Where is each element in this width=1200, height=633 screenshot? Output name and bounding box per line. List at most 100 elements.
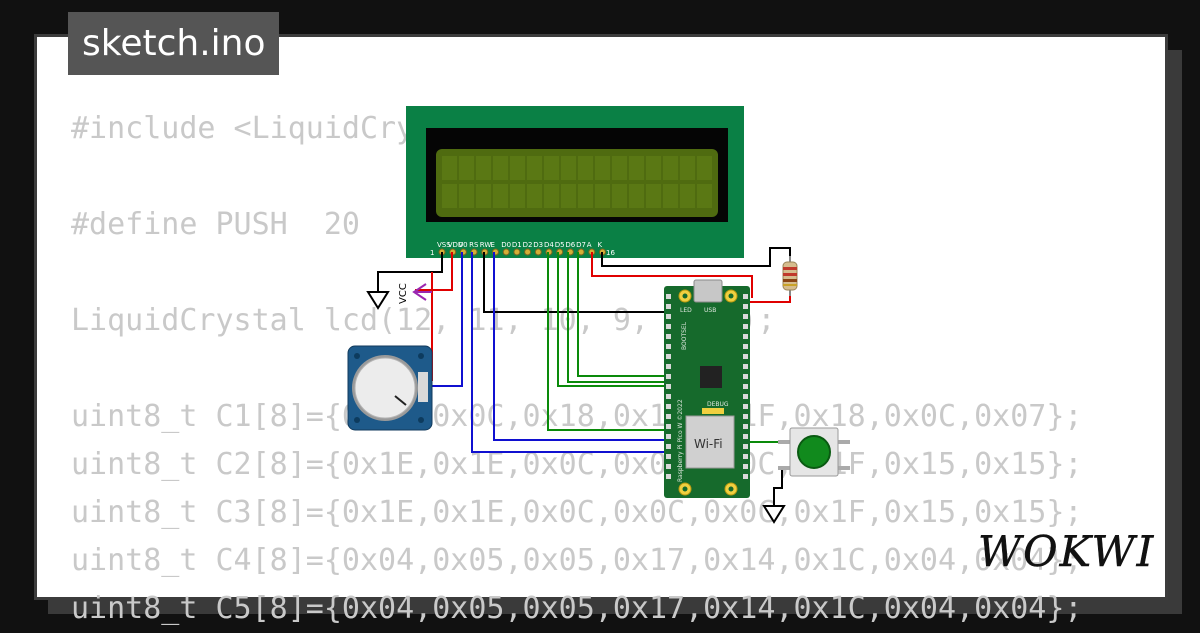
lcd-pin-label: D3 xyxy=(533,241,543,249)
lcd-pin-label: D6 xyxy=(565,241,575,249)
pico-pin[interactable] xyxy=(743,424,748,429)
lcd-pin-first: 1 xyxy=(430,249,434,257)
wire-backlight-a xyxy=(591,252,753,298)
pico-pin[interactable] xyxy=(743,434,748,439)
lcd-pin-hole[interactable] xyxy=(502,248,510,256)
lcd-cell xyxy=(612,184,627,208)
lcd-pin-hole[interactable] xyxy=(534,248,542,256)
lcd-cell xyxy=(629,184,644,208)
lcd-pin-label: D2 xyxy=(523,241,533,249)
pico-pin[interactable] xyxy=(666,424,671,429)
lcd-cell xyxy=(510,184,525,208)
pico-pin[interactable] xyxy=(743,314,748,319)
ground-symbol xyxy=(366,291,390,310)
lcd-pin-label: K xyxy=(598,241,603,249)
lcd-cell xyxy=(510,156,525,180)
bootsel-label: BOOTSEL xyxy=(681,321,688,350)
pico-pin[interactable] xyxy=(743,394,748,399)
debug-label: DEBUG xyxy=(707,401,729,408)
pico-pin[interactable] xyxy=(666,384,671,389)
lcd-character-grid xyxy=(442,156,712,208)
pico-pin[interactable] xyxy=(666,364,671,369)
usb-label: USB xyxy=(704,307,716,314)
lcd-cell xyxy=(527,184,542,208)
vcc-symbol: VCC xyxy=(398,283,432,304)
code-line: uint8_t C3[8]={0x1E,0x1E,0x0C,0x0C,0x0C,… xyxy=(71,495,1083,530)
lcd-cell xyxy=(459,156,474,180)
board-label: Raspberry Pi Pico W ©2022 xyxy=(677,399,684,482)
pico-pin[interactable] xyxy=(743,344,748,349)
wire-resistor xyxy=(740,296,791,303)
pico-pin[interactable] xyxy=(666,394,671,399)
pico-pin[interactable] xyxy=(666,444,671,449)
code-line: uint8_t C5[8]={0x04,0x05,0x05,0x17,0x14,… xyxy=(71,591,1083,626)
code-line: #define PUSH 20 xyxy=(71,207,360,242)
file-tab[interactable]: sketch.ino xyxy=(68,12,280,75)
wire-vdd xyxy=(415,252,453,291)
pico-pin[interactable] xyxy=(743,364,748,369)
wire-backlight-k xyxy=(601,247,791,267)
pico-pin[interactable] xyxy=(666,374,671,379)
pico-pin[interactable] xyxy=(743,374,748,379)
pico-pin[interactable] xyxy=(666,294,671,299)
pico-pin[interactable] xyxy=(743,304,748,309)
pico-pin[interactable] xyxy=(743,474,748,479)
pico-pin[interactable] xyxy=(743,294,748,299)
lcd-cell xyxy=(578,156,593,180)
pico-pin[interactable] xyxy=(666,344,671,349)
pico-pin[interactable] xyxy=(666,404,671,409)
lcd-cell xyxy=(595,184,610,208)
wire-d7 xyxy=(577,252,668,377)
pico-pin[interactable] xyxy=(743,414,748,419)
pico-pin[interactable] xyxy=(743,354,748,359)
lcd-cell xyxy=(680,184,695,208)
lcd-cell xyxy=(544,184,559,208)
resistor[interactable] xyxy=(782,256,798,296)
lcd-pin-label: VSS xyxy=(437,241,451,249)
pico-pin[interactable] xyxy=(743,404,748,409)
lcd-pin-label: V0 xyxy=(458,241,467,249)
wifi-label: Wi-Fi xyxy=(694,437,723,451)
pico-pin-headers xyxy=(666,294,748,479)
raspberry-pi-pico-w[interactable]: Wi-Fi DEBUG LED USB BOOTSEL Raspberry Pi… xyxy=(664,279,750,498)
pico-pin[interactable] xyxy=(743,324,748,329)
lcd-cell xyxy=(578,184,593,208)
lcd-cell xyxy=(544,156,559,180)
debug-header xyxy=(702,408,724,414)
lcd-pin-label: RW xyxy=(480,241,492,249)
lcd-cell xyxy=(697,156,712,180)
lcd-pin-label: VDD xyxy=(448,241,464,249)
pico-pin[interactable] xyxy=(666,314,671,319)
pico-pin[interactable] xyxy=(666,304,671,309)
pico-pin[interactable] xyxy=(666,474,671,479)
pico-pin[interactable] xyxy=(666,464,671,469)
pico-pin[interactable] xyxy=(743,334,748,339)
lcd-cell xyxy=(697,184,712,208)
wokwi-logo: WOKWI xyxy=(978,527,1154,577)
lcd-cell xyxy=(493,184,508,208)
pico-pin[interactable] xyxy=(743,464,748,469)
pico-pin[interactable] xyxy=(666,414,671,419)
lcd-cell xyxy=(476,156,491,180)
wires xyxy=(366,247,791,524)
pico-pin[interactable] xyxy=(666,324,671,329)
lcd-cell xyxy=(663,156,678,180)
pico-pin[interactable] xyxy=(666,434,671,439)
pico-pin[interactable] xyxy=(743,444,748,449)
lcd-cell xyxy=(561,184,576,208)
lcd-cell xyxy=(442,156,457,180)
pico-pin[interactable] xyxy=(666,334,671,339)
pico-pin[interactable] xyxy=(743,384,748,389)
push-button[interactable] xyxy=(778,427,850,477)
lcd-pin-hole[interactable] xyxy=(513,248,521,256)
pico-pin[interactable] xyxy=(666,354,671,359)
lcd-cell xyxy=(476,184,491,208)
pico-pin[interactable] xyxy=(666,454,671,459)
potentiometer[interactable] xyxy=(347,345,433,431)
lcd-cell xyxy=(629,156,644,180)
pico-pin[interactable] xyxy=(743,454,748,459)
lcd-pin-hole[interactable] xyxy=(524,248,532,256)
wire-button-gnd xyxy=(773,470,783,506)
